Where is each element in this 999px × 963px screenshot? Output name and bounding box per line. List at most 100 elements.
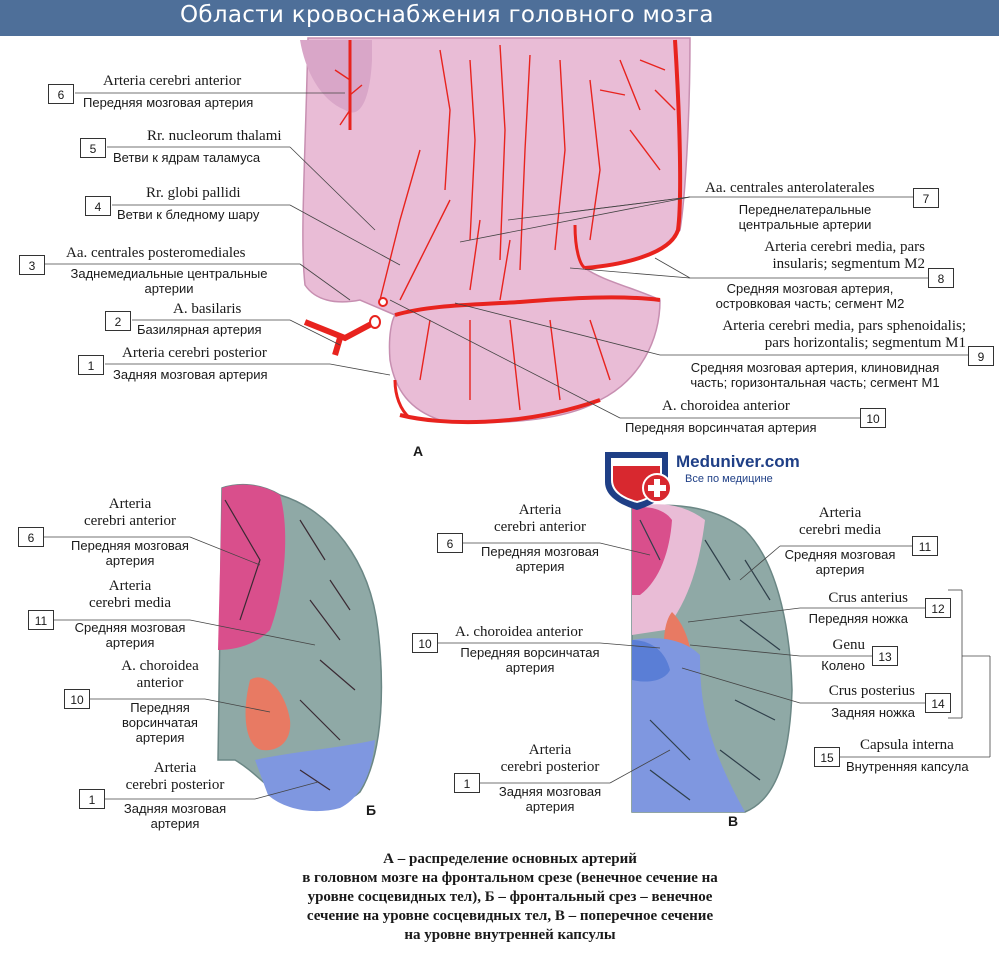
label-c-latin-crus-posterius: Crus posterius [828, 683, 915, 699]
label-c-russian-choroidal-line-2: артерия [505, 660, 555, 675]
label-b-latin-anterior-line-1: Arteria [108, 496, 152, 512]
label-russian-posterior-cerebral: Задняя мозговая артерия [113, 367, 268, 382]
label-b-russian-posterior-line-1: Задняя мозговая [123, 801, 227, 816]
label-c-latin-crus-anterius: Crus anterius [828, 590, 908, 606]
coronal-section-a [300, 37, 691, 425]
label-c-latin-anterior-line-1: Arteria [518, 502, 562, 518]
frontal-section-b [217, 483, 383, 812]
label-latin-m2-line-2: insularis; segmentum M2 [772, 256, 926, 272]
label-russian-m2-line-1: Средняя мозговая артерия, [726, 281, 894, 296]
label-c-latin-middle: Arteria cerebri media [770, 505, 910, 539]
label-latin-anterolateral: Aa. centrales anterolaterales [705, 180, 875, 196]
label-number-1: 1 [78, 355, 104, 375]
label-number-7: 7 [913, 188, 939, 208]
label-b-number-1: 1 [79, 789, 105, 809]
label-b-russian-anterior-line-1: Передняя мозговая [71, 538, 189, 553]
label-number-9: 9 [968, 346, 994, 366]
label-b-latin-middle: Arteria cerebri media [40, 578, 220, 612]
label-c-russian-crus-anterius: Передняя ножка [808, 611, 908, 626]
label-b-number-11: 11 [28, 610, 54, 630]
meduniver-logo [605, 452, 672, 510]
label-b-russian-anterior-line-2: артерия [105, 553, 155, 568]
label-c-latin-middle-line-2: cerebri media [798, 522, 882, 538]
label-b-russian-middle-line-1: Средняя мозговая [74, 620, 186, 635]
label-c-number-1: 1 [454, 773, 480, 793]
label-latin-choroidal: A. choroidea anterior [662, 398, 790, 414]
label-b-latin-choroidal-line-2: anterior [136, 675, 184, 691]
label-b-latin-posterior-line-1: Arteria [153, 760, 197, 776]
leader-lines-b [44, 536, 319, 800]
caption-line-5: на уровне внутренней капсулы [404, 927, 616, 943]
label-c-russian-posterior-line-2: артерия [525, 799, 575, 814]
label-russian-anterolateral-line-2: центральные артерии [738, 217, 872, 232]
label-b-number-10: 10 [64, 689, 90, 709]
figure-caption: А – распределение основных артерий в гол… [250, 850, 770, 945]
label-c-latin-anterior-line-2: cerebri anterior [493, 519, 587, 535]
label-number-4: 4 [85, 196, 111, 216]
leader-lines-c [438, 542, 991, 784]
label-c-number-6: 6 [437, 533, 463, 553]
label-b-russian-choroidal-line-1: Передняя [130, 700, 190, 715]
caption-line-2: в головном мозге на фронтальном срезе (в… [302, 870, 718, 886]
label-c-russian-middle: Средняя мозговая артерия [770, 547, 910, 577]
label-b-russian-choroidal-line-2: ворсинчатая [122, 715, 198, 730]
label-c-number-11: 11 [912, 536, 938, 556]
horizontal-section-c [631, 504, 793, 813]
label-c-russian-middle-line-1: Средняя мозговая [784, 547, 896, 562]
label-russian-anterior-cerebral: Передняя мозговая артерия [83, 95, 254, 110]
title-banner: Области кровоснабжения головного мозга [0, 0, 999, 36]
panel-letter-a: А [413, 443, 424, 459]
label-c-number-14: 14 [925, 693, 951, 713]
label-b-russian-choroidal-line-3: артерия [135, 730, 185, 745]
label-c-latin-anterior: Arteria cerebri anterior [460, 502, 620, 536]
label-b-latin-choroidal-line-1: A. choroidea [121, 658, 199, 674]
label-number-6: 6 [48, 84, 74, 104]
label-russian-m1-line-1: Средняя мозговая артерия, клиновидная [690, 360, 940, 375]
label-c-number-15: 15 [814, 747, 840, 767]
label-b-latin-choroidal: A. choroidea anterior [80, 658, 240, 692]
label-russian-choroidal: Передняя ворсинчатая артерия [625, 420, 817, 435]
label-c-russian-middle-line-2: артерия [815, 562, 865, 577]
label-b-latin-anterior: Arteria cerebri anterior [40, 496, 220, 530]
panel-letter-c: В [728, 813, 739, 829]
logo-site-name[interactable]: Meduniver.com [676, 452, 800, 471]
label-c-russian-posterior-line-1: Задняя мозговая [498, 784, 602, 799]
label-russian-anterolateral: Переднелатеральные центральные артерии [700, 202, 910, 232]
label-b-russian-posterior-line-2: артерия [150, 816, 200, 831]
label-c-latin-capsula-interna: Capsula interna [860, 737, 954, 753]
label-b-russian-choroidal: Передняя ворсинчатая артерия [80, 700, 240, 745]
label-b-latin-middle-line-1: Arteria [108, 578, 152, 594]
label-latin-thalamic-branches: Rr. nucleorum thalami [147, 128, 282, 144]
label-russian-m2-line-2: островковая часть; сегмент M2 [715, 296, 905, 311]
label-b-latin-anterior-line-2: cerebri anterior [83, 513, 177, 529]
label-b-russian-middle: Средняя мозговая артерия [40, 620, 220, 650]
label-latin-posterior-cerebral: Arteria cerebri posterior [122, 345, 267, 361]
label-c-russian-choroidal-line-1: Передняя ворсинчатая [460, 645, 600, 660]
label-russian-m1: Средняя мозговая артерия, клиновидная ча… [662, 360, 968, 390]
label-russian-basilar: Базилярная артерия [137, 322, 262, 337]
label-c-russian-anterior-line-1: Передняя мозговая [481, 544, 599, 559]
label-russian-pallidal-branches: Ветви к бледному шару [117, 207, 260, 222]
label-b-latin-middle-line-2: cerebri media [88, 595, 172, 611]
label-russian-posteromedial: Заднемедиальные центральные артерии [50, 266, 288, 296]
label-latin-pallidal-branches: Rr. globi pallidi [146, 185, 241, 201]
label-c-latin-posterior-line-2: cerebri posterior [500, 759, 600, 775]
label-b-latin-posterior-line-2: cerebri posterior [125, 777, 225, 793]
label-b-russian-anterior: Передняя мозговая артерия [40, 538, 220, 568]
label-c-russian-anterior: Передняя мозговая артерия [460, 544, 620, 574]
label-c-russian-crus-posterius: Задняя ножка [831, 705, 915, 720]
label-number-3: 3 [19, 255, 45, 275]
label-c-latin-middle-line-1: Arteria [818, 505, 862, 521]
label-russian-posteromedial-line-2: артерии [144, 281, 194, 296]
label-latin-m2-line-1: Arteria cerebri media, pars [764, 239, 925, 255]
caption-line-1: А – распределение основных артерий [383, 851, 637, 867]
caption-line-3: уровне сосцевидных тел), Б – фронтальный… [307, 889, 713, 905]
label-latin-m1-line-2: pars horizontalis; segmentum M1 [764, 335, 966, 351]
label-c-latin-posterior: Arteria cerebri posterior [470, 742, 630, 776]
label-b-latin-posterior: Arteria cerebri posterior [95, 760, 255, 794]
label-russian-m2: Средняя мозговая артерия, островковая ча… [690, 281, 930, 311]
label-c-russian-anterior-line-2: артерия [515, 559, 565, 574]
label-latin-m1: Arteria cerebri media, pars sphenoidalis… [660, 318, 966, 352]
label-c-number-10: 10 [412, 633, 438, 653]
